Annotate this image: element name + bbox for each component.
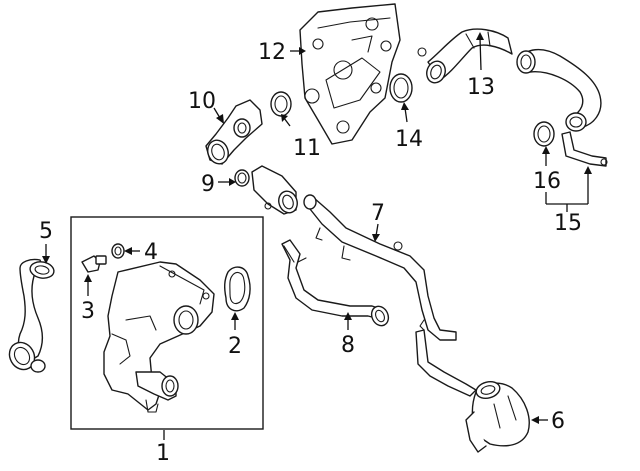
callout-14: 14 [395, 127, 423, 152]
part-5-heater-hose [8, 258, 55, 373]
callout-1: 1 [156, 441, 170, 466]
callout-7: 7 [371, 201, 385, 226]
callout-9: 9 [201, 172, 215, 197]
part-16-gasket [533, 121, 555, 147]
part-9-connector [234, 165, 298, 215]
part-2-gasket [223, 266, 251, 312]
part-10-outlet-elbow [205, 99, 263, 165]
callout-6: 6 [551, 409, 565, 434]
callout-12: 12 [258, 40, 286, 65]
callout-13: 13 [467, 75, 495, 100]
part-15-bypass-assembly [516, 49, 608, 167]
thermostat-housing [103, 261, 215, 413]
part-6-elbow-hose [465, 380, 530, 453]
part-3-bleeder [81, 255, 107, 273]
callout-5: 5 [39, 219, 53, 244]
callout-8: 8 [341, 333, 355, 358]
callout-16: 16 [533, 169, 561, 194]
part-1-assembly-box [70, 216, 264, 430]
part-8-lower-pipe [281, 239, 390, 327]
part-4-o-ring [111, 243, 125, 259]
part-11-gasket [270, 91, 292, 117]
leader-lines [42, 32, 592, 440]
part-14-gasket [389, 73, 413, 103]
callout-4: 4 [144, 240, 158, 265]
callout-labels: 12 10 11 14 13 16 15 9 7 8 6 5 4 3 2 1 [39, 40, 582, 466]
callout-15: 15 [554, 211, 582, 236]
part-13-upper-hose [417, 28, 513, 84]
callout-11: 11 [293, 136, 321, 161]
part-12-housing [299, 3, 401, 145]
callout-10: 10 [188, 89, 216, 114]
callout-3: 3 [81, 299, 95, 324]
callout-2: 2 [228, 334, 242, 359]
part-7-coolant-pipe [303, 194, 477, 397]
